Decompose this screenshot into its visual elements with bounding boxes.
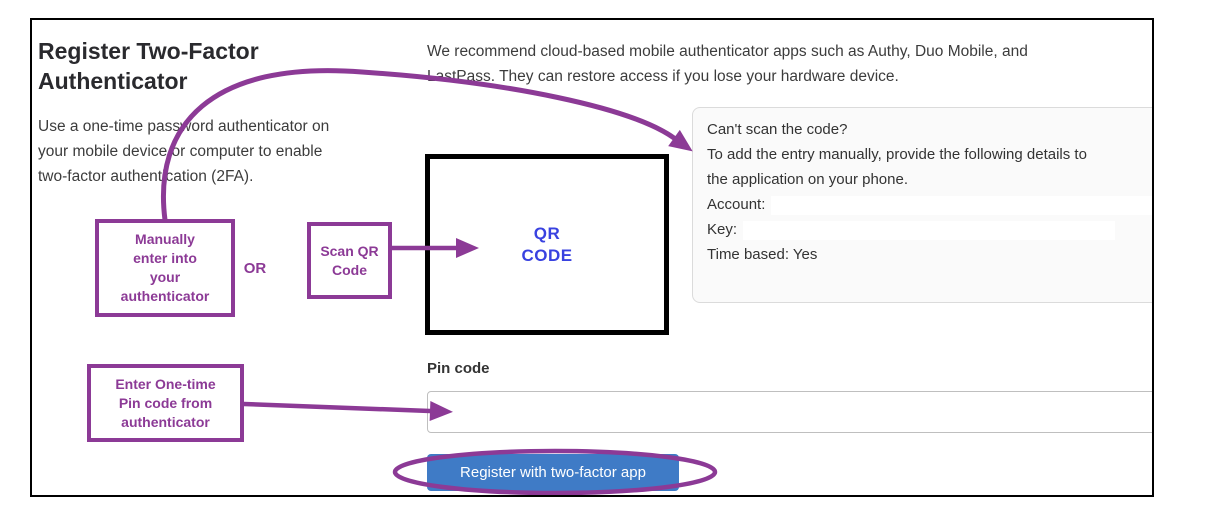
intro-left-line: two-factor authentication (2FA). — [38, 168, 254, 185]
annotation-line: authenticator — [121, 413, 210, 430]
annotation-scan-qr-box: Scan QR Code — [307, 222, 392, 299]
pin-code-label: Pin code — [427, 360, 490, 377]
key-row: Key: — [707, 217, 1152, 242]
pin-code-input[interactable] — [427, 391, 1152, 433]
annotation-line: enter into — [133, 250, 197, 266]
panel-instruction-line: To add the entry manually, provide the f… — [707, 146, 1087, 163]
qr-code-label-line: QR — [533, 223, 561, 243]
annotation-line: Code — [332, 261, 367, 278]
intro-left-line: Use a one-time password authenticator on — [38, 118, 330, 135]
intro-right-line: We recommend cloud-based mobile authenti… — [427, 43, 1028, 60]
intro-right-paragraph: We recommend cloud-based mobile authenti… — [427, 39, 1028, 89]
redaction-box — [743, 220, 1116, 240]
panel-heading: Can't scan the code? — [707, 121, 848, 138]
annotation-line: Enter One-time — [115, 375, 216, 392]
register-button[interactable]: Register with two-factor app — [427, 454, 679, 491]
qr-code-box: QR CODE — [425, 154, 669, 335]
key-label: Key: — [707, 221, 738, 238]
panel-instruction-line: the application on your phone. — [707, 171, 908, 188]
annotation-or-label: OR — [243, 260, 267, 277]
intro-left-paragraph: Use a one-time password authenticator on… — [38, 114, 329, 189]
annotation-line: Scan QR — [320, 242, 379, 259]
redaction-box — [771, 195, 1152, 215]
intro-right-line: LastPass. They can restore access if you… — [427, 68, 899, 85]
annotation-line: your — [149, 269, 181, 285]
qr-code-label: QR CODE — [521, 223, 572, 267]
annotation-manually-enter-box: Manually enter into your authenticator — [95, 219, 235, 317]
arrow-enter-to-pin-input — [241, 401, 453, 421]
account-row: Account: — [707, 192, 1152, 217]
time-based-row: Time based: Yes — [707, 246, 818, 263]
intro-left-line: your mobile device or computer to enable — [38, 143, 323, 160]
content-frame: Register Two-Factor Authenticator Use a … — [30, 18, 1154, 497]
page-title-line1: Register Two-Factor Authenticator — [38, 38, 259, 94]
manual-entry-panel: Can't scan the code? To add the entry ma… — [692, 107, 1152, 303]
annotation-line: Manually — [135, 231, 195, 247]
annotation-enter-pin-box: Enter One-time Pin code from authenticat… — [87, 364, 244, 442]
account-label: Account: — [707, 196, 766, 213]
annotation-line: Pin code from — [118, 394, 213, 411]
annotation-line: authenticator — [120, 288, 210, 304]
page-title: Register Two-Factor Authenticator — [38, 36, 298, 96]
qr-code-label-line: CODE — [521, 245, 573, 265]
